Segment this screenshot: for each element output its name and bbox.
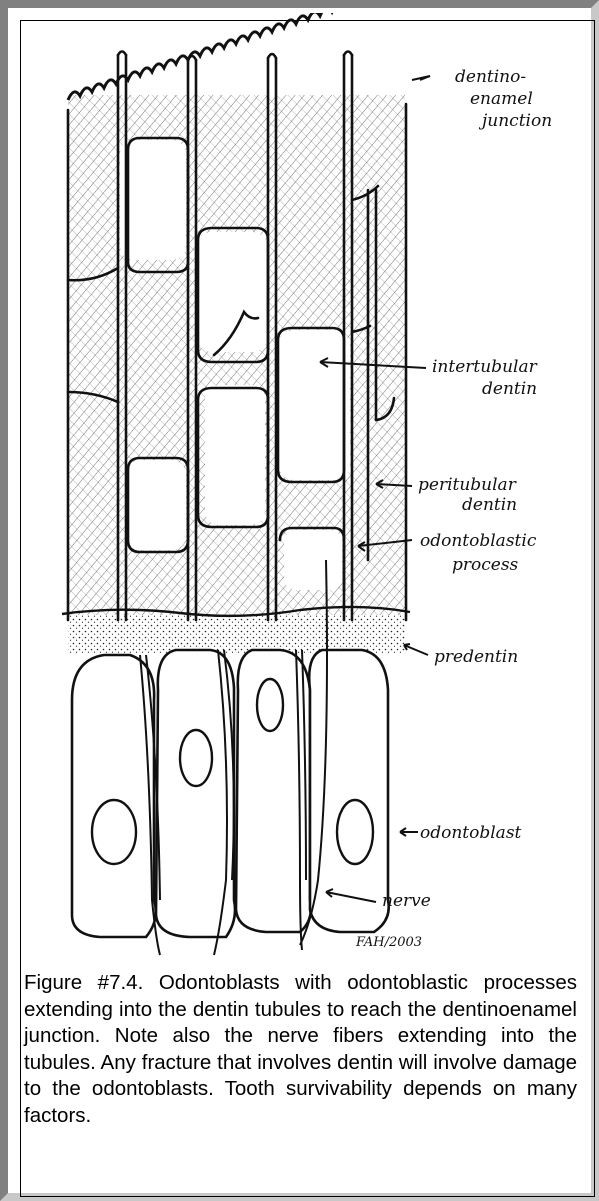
label-odontoblast: odontoblast <box>420 823 522 843</box>
label-dej-line1: dentino- <box>455 67 526 87</box>
label-peritubular-line1: peritubular <box>418 475 517 495</box>
label-peritubular-line2: dentin <box>462 495 517 515</box>
odontoblast-diagram: dentino- enamel junction intertubular de… <box>13 13 588 968</box>
label-nerve: nerve <box>382 891 431 911</box>
label-predentin: predentin <box>434 647 518 667</box>
label-dej-line2: enamel <box>470 89 533 109</box>
label-intertubular-line2: dentin <box>482 379 537 399</box>
figure-caption: Figure #7.4. Odontoblasts with odontobla… <box>24 970 577 1129</box>
artist-signature: FAH/2003 <box>355 935 422 950</box>
odontoblast-cells <box>72 650 389 937</box>
label-intertubular-line1: intertubular <box>432 357 538 377</box>
label-dej-line3: junction <box>478 111 552 131</box>
label-process-line2: process <box>452 555 519 575</box>
label-process-line1: odontoblastic <box>420 531 537 551</box>
